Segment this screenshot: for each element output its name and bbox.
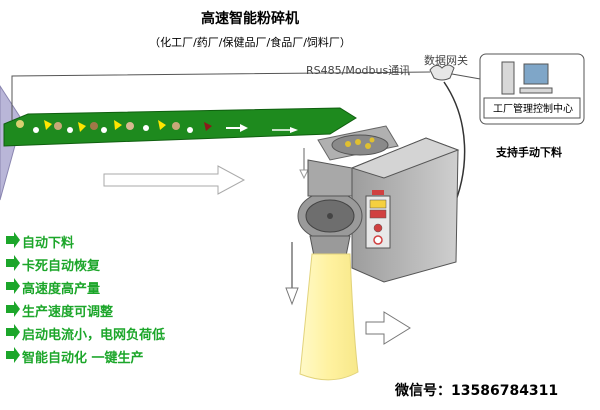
feature-arrow-icon bbox=[6, 255, 20, 271]
feature-item: 卡死自动恢复 bbox=[6, 253, 165, 276]
feature-item: 智能自动化 一键生产 bbox=[6, 345, 165, 368]
control-center-computer-icon bbox=[479, 53, 585, 125]
control-center-label: 工厂管理控制中心 bbox=[493, 104, 573, 115]
feature-list: 自动下料 卡死自动恢复 高速度高产量 生产速度可调整 启动电流小，电网负荷低 智… bbox=[6, 230, 165, 368]
output-powder bbox=[299, 253, 359, 381]
feature-text: 智能自动化 一键生产 bbox=[22, 351, 144, 366]
wechat-number: 13586784311 bbox=[451, 383, 559, 399]
pulverizer-machine bbox=[297, 125, 460, 283]
flow-arrow-right-output bbox=[365, 311, 411, 345]
wechat-contact: 微信号：13586784311 bbox=[395, 380, 558, 400]
flow-arrow-down-small bbox=[299, 148, 309, 180]
feature-arrow-icon bbox=[6, 232, 20, 248]
feature-item: 高速度高产量 bbox=[6, 276, 165, 299]
data-gateway-icon bbox=[429, 64, 455, 81]
feature-item: 生产速度可调整 bbox=[6, 299, 165, 322]
raw-material-pieces bbox=[16, 120, 212, 133]
gateway-label: 数据网关 bbox=[424, 54, 468, 67]
feature-bullet-arrows bbox=[6, 232, 20, 363]
conveyor-belt bbox=[3, 107, 357, 147]
network-cable bbox=[11, 71, 431, 120]
feature-item: 启动电流小，电网负荷低 bbox=[6, 322, 165, 345]
wechat-label: 微信号： bbox=[395, 383, 451, 399]
diagram-title: 高速智能粉碎机 bbox=[201, 11, 299, 27]
conveyor-direction-arrows bbox=[226, 124, 298, 133]
bus-protocol-label: RS485/Modbus通讯 bbox=[306, 64, 411, 77]
feature-item: 自动下料 bbox=[6, 230, 165, 253]
diagram-subtitle: （化工厂/药厂/保健品厂/食品厂/饲料厂） bbox=[149, 36, 351, 49]
feature-arrow-icon bbox=[6, 301, 20, 317]
feature-text: 高速度高产量 bbox=[22, 282, 101, 297]
flow-arrow-right-large bbox=[103, 165, 246, 195]
feature-text: 卡死自动恢复 bbox=[22, 259, 101, 274]
flow-arrow-down bbox=[285, 242, 299, 306]
feature-arrow-icon bbox=[6, 278, 20, 294]
feature-text: 自动下料 bbox=[22, 236, 75, 251]
manual-feed-label: 支持手动下料 bbox=[496, 146, 562, 159]
feature-arrow-icon bbox=[6, 324, 20, 340]
feature-text: 启动电流小，电网负荷低 bbox=[22, 328, 166, 343]
feature-text: 生产速度可调整 bbox=[22, 305, 114, 320]
feature-arrow-icon bbox=[6, 347, 20, 363]
